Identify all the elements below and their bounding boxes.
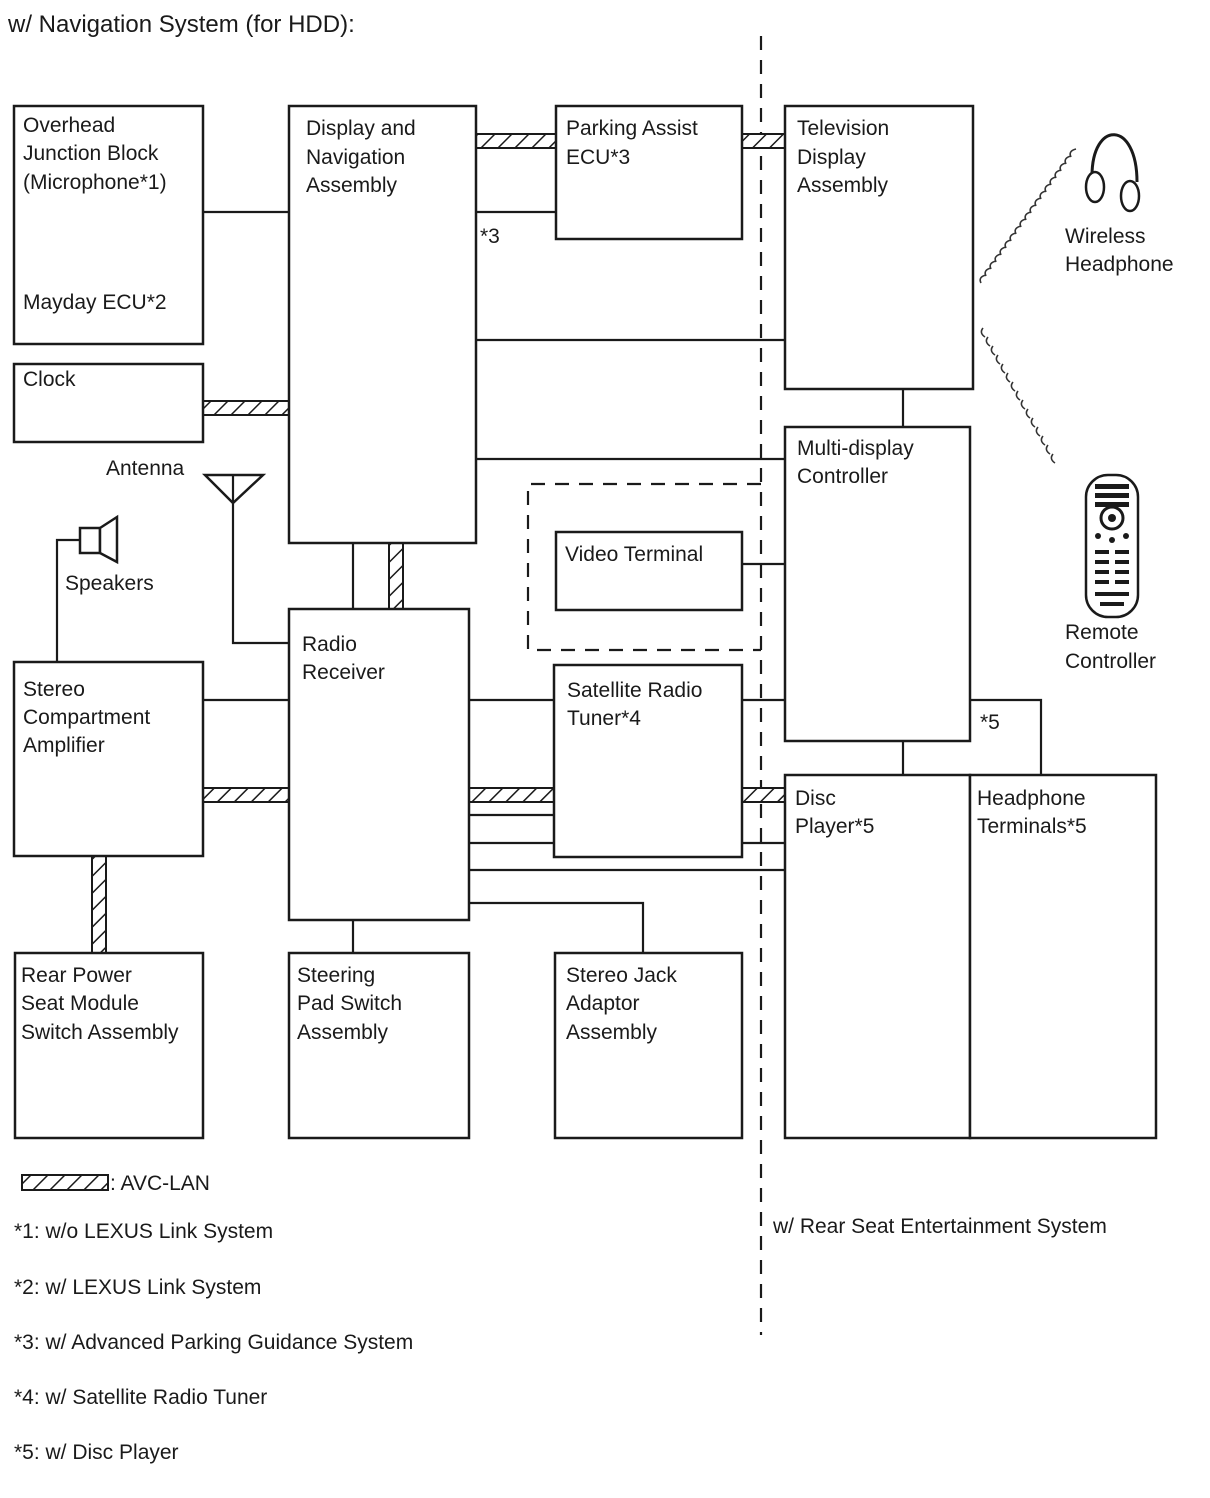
svg-text:Display and: Display and <box>306 117 416 140</box>
diagram-title: w/ Navigation System (for HDD): <box>7 11 355 38</box>
speaker-icon <box>78 514 119 565</box>
svg-text:Clock: Clock <box>23 368 76 391</box>
svg-text:Switch Assembly: Switch Assembly <box>21 1021 179 1044</box>
svg-text:Television: Television <box>797 117 889 140</box>
headphone-icon <box>1084 133 1141 213</box>
parking-assist-ecu-box: Parking Assist ECU*3 <box>554 104 744 241</box>
footnote-3: *3: w/ Advanced Parking Guidance System <box>14 1331 413 1354</box>
video-terminal-enclosure <box>526 482 761 652</box>
avc-lan-legend-swatch <box>21 1174 109 1191</box>
video-terminal-box: Video Terminal <box>554 530 744 612</box>
svg-text:Disc: Disc <box>795 787 836 810</box>
svg-text:Headphone: Headphone <box>977 787 1086 810</box>
svg-text:Assembly: Assembly <box>306 174 398 197</box>
headphone-terminals-box: Headphone Terminals*5 <box>968 773 1158 1140</box>
svg-text:(Microphone*1): (Microphone*1) <box>23 171 167 194</box>
television-display-assembly-box: Television Display Assembly <box>783 104 975 391</box>
svg-text:Pad Switch: Pad Switch <box>297 992 402 1015</box>
svg-text:Stereo: Stereo <box>23 678 85 701</box>
svg-text:Receiver: Receiver <box>302 661 385 684</box>
steering-pad-switch-box: Steering Pad Switch Assembly <box>287 951 471 1140</box>
svg-text:Assembly: Assembly <box>566 1021 658 1044</box>
svg-text:Stereo Jack: Stereo Jack <box>566 964 677 987</box>
satellite-radio-tuner-box: Satellite Radio Tuner*4 <box>552 663 744 859</box>
footnote-1: *1: w/o LEXUS Link System <box>14 1220 273 1243</box>
wireless-signal-waves-bottom <box>980 327 1056 464</box>
display-navigation-assembly-box: Display and Navigation Assembly <box>287 104 478 545</box>
svg-text:Video Terminal: Video Terminal <box>565 543 703 566</box>
svg-text:Multi-display: Multi-display <box>797 437 914 460</box>
svg-text:Assembly: Assembly <box>297 1021 389 1044</box>
svg-text:Navigation: Navigation <box>306 146 405 169</box>
svg-text:Compartment: Compartment <box>23 706 150 729</box>
svg-text:Satellite Radio: Satellite Radio <box>567 679 702 702</box>
remote-controller-icon <box>1084 473 1140 619</box>
radio-receiver-box: Radio Receiver <box>287 607 471 922</box>
avc-lan-legend-label: : AVC-LAN <box>110 1172 210 1195</box>
stereo-compartment-amplifier-box: Stereo Compartment Amplifier <box>12 660 205 858</box>
svg-text:ECU*3: ECU*3 <box>566 146 630 169</box>
remote-controller-label-2: Controller <box>1065 650 1156 673</box>
svg-text:Steering: Steering <box>297 964 375 987</box>
footnote-2: *2: w/ LEXUS Link System <box>14 1276 261 1299</box>
svg-text:Overhead: Overhead <box>23 114 115 137</box>
svg-text:Tuner*4: Tuner*4 <box>567 707 641 730</box>
svg-text:Player*5: Player*5 <box>795 815 874 838</box>
antenna-icon <box>201 473 267 505</box>
svg-text:Assembly: Assembly <box>797 174 889 197</box>
svg-text:Controller: Controller <box>797 465 888 488</box>
wireless-signal-waves-top <box>979 148 1077 284</box>
speakers-label: Speakers <box>65 572 154 595</box>
wires <box>55 210 1043 953</box>
svg-text:Seat Module: Seat Module <box>21 992 139 1015</box>
multi-display-controller-box: Multi-display Controller <box>783 425 972 743</box>
footnote-4: *4: w/ Satellite Radio Tuner <box>14 1386 267 1409</box>
stereo-jack-adaptor-box: Stereo Jack Adaptor Assembly <box>553 951 744 1140</box>
svg-text:Amplifier: Amplifier <box>23 734 105 757</box>
svg-text:Adaptor: Adaptor <box>566 992 640 1015</box>
svg-text:Display: Display <box>797 146 866 169</box>
remote-controller-label-1: Remote <box>1065 621 1139 644</box>
footnote-5: *5: w/ Disc Player <box>14 1441 179 1464</box>
wireless-headphone-label-2: Headphone <box>1065 253 1174 276</box>
rear-power-seat-module-box: Rear Power Seat Module Switch Assembly <box>13 951 205 1140</box>
overhead-junction-block-box: Overhead Junction Block (Microphone*1) M… <box>12 104 205 346</box>
note-5-annotation: *5 <box>980 711 1000 734</box>
mayday-ecu-label: Mayday ECU*2 <box>23 291 167 314</box>
disc-player-box: Disc Player*5 <box>783 773 972 1140</box>
svg-text:Rear Power: Rear Power <box>21 964 132 987</box>
svg-text:Terminals*5: Terminals*5 <box>977 815 1087 838</box>
rear-seat-entertainment-region-label: w/ Rear Seat Entertainment System <box>772 1215 1107 1238</box>
svg-text:Junction Block: Junction Block <box>23 142 159 165</box>
clock-box: Clock <box>12 362 205 444</box>
svg-text:Parking Assist: Parking Assist <box>566 117 698 140</box>
svg-text:Radio: Radio <box>302 633 357 656</box>
wireless-headphone-label-1: Wireless <box>1065 225 1146 248</box>
note-3-annotation: *3 <box>480 225 500 248</box>
antenna-label: Antenna <box>106 457 185 480</box>
